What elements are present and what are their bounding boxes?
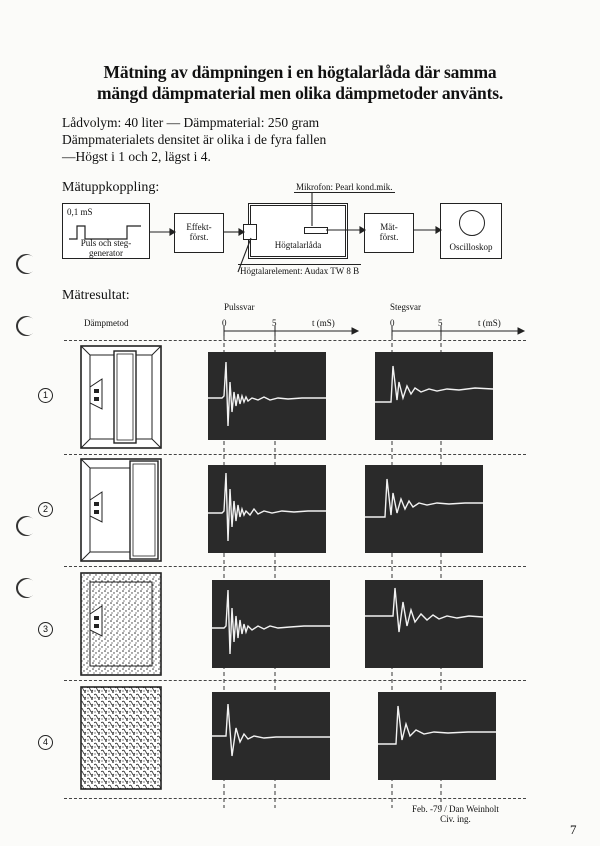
measurement-info: Lådvolym: 40 liter — Dämpmaterial: 250 g…: [62, 115, 327, 164]
results-heading: Mätresultat:: [62, 288, 130, 303]
pulse-axis-unit: t (mS): [312, 318, 335, 328]
row-separator: [64, 680, 526, 681]
setup-heading: Mätuppkoppling:: [62, 180, 160, 195]
step-axis-0: 0: [390, 318, 395, 328]
row-separator: [64, 454, 526, 455]
pulse-response-1: [208, 352, 326, 440]
pulse-axis-5: 5: [272, 318, 277, 328]
page-title: Mätning av dämpningen i en högtalarlåda …: [96, 62, 503, 103]
row-number-4: 4: [38, 735, 53, 750]
column-header-pulse: Pulssvar: [224, 302, 255, 312]
method-diagram-3: [80, 572, 162, 676]
setup-connections: [150, 192, 443, 273]
method-diagram-2: [80, 458, 162, 562]
pulse-waveform-icon: [69, 225, 141, 240]
step-response-2: [365, 465, 483, 553]
row-separator: [64, 340, 526, 341]
oscilloscope: Oscilloskop: [440, 203, 502, 259]
row-number-2: 2: [38, 502, 53, 517]
step-response-1: [375, 352, 494, 440]
row-separator: [64, 566, 526, 567]
row-separator: [64, 798, 526, 799]
step-axis-unit: t (mS): [478, 318, 501, 328]
pulse-step-generator: 0,1 mS Puls och steg- generator: [62, 203, 150, 259]
pulse-axis-0: 0: [222, 318, 227, 328]
power-amplifier: Effekt- först.: [174, 213, 224, 253]
method-diagram-4: [80, 686, 162, 790]
step-axis-5: 5: [438, 318, 443, 328]
microphone-label: Mikrofon: Pearl kond.mik.: [294, 182, 395, 193]
speaker-element-label: Högtalarelement: Audax TW 8 B: [238, 264, 362, 276]
page-number: 7: [570, 822, 577, 837]
oscilloscope-screen-icon: [459, 210, 485, 236]
method-diagram-1: [80, 345, 162, 449]
pulse-response-2: [208, 465, 326, 553]
row-number-3: 3: [38, 622, 53, 637]
pulse-response-4: [212, 692, 330, 780]
row-number-1: 1: [38, 388, 53, 403]
column-header-method: Dämpmetod: [84, 318, 129, 328]
step-response-4: [378, 692, 496, 780]
column-header-step: Stegsvar: [390, 302, 421, 312]
pulse-response-3: [212, 580, 330, 668]
author-footer: Feb. -79 / Dan Weinholt Civ. ing.: [412, 804, 499, 824]
measurement-amplifier: Mät- först.: [364, 213, 414, 253]
step-response-3: [365, 580, 484, 668]
